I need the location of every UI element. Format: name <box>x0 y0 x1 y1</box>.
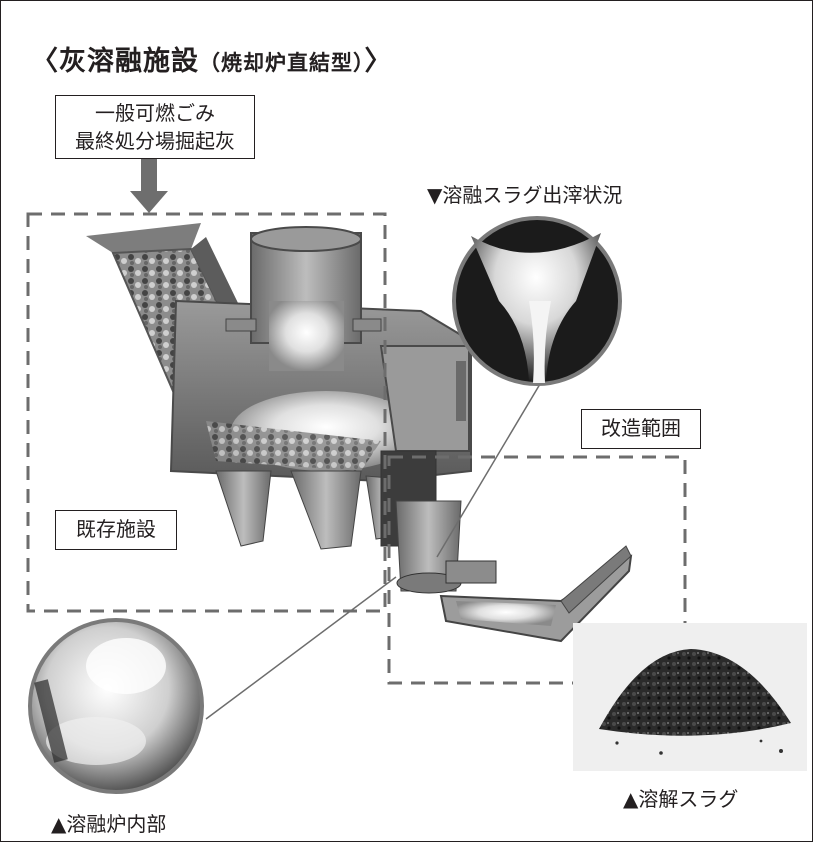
slag-discharge-photo <box>452 216 622 386</box>
slag-caption: ▲溶解スラグ <box>623 787 739 811</box>
figure-title: 〈灰溶融施設（焼却炉直結型）〉 <box>31 46 393 77</box>
furnace-interior-caption: ▲溶融炉内部 <box>51 812 167 836</box>
feed-arrow <box>130 159 168 213</box>
furnace-interior-photo <box>28 618 204 794</box>
existing-facility-label: 既存施設 <box>55 510 177 550</box>
slag-discharge-caption: ▼溶融スラグ出滓状況 <box>427 183 623 207</box>
modification-region <box>387 455 687 685</box>
leader-line-furnace-interior <box>205 576 397 720</box>
melting-furnace-illustration <box>380 450 633 643</box>
input-label-line2: 最終処分場掘起灰 <box>75 129 235 153</box>
input-label: 一般可燃ごみ 最終処分場掘起灰 <box>55 95 255 159</box>
input-label-line1: 一般可燃ごみ <box>95 101 215 125</box>
existing-facility-region <box>26 212 387 613</box>
modification-scope-label: 改造範囲 <box>581 409 701 449</box>
leader-line-slag-discharge <box>436 378 544 558</box>
slag-pile-photo <box>573 623 807 771</box>
incinerator-illustration <box>86 223 472 550</box>
